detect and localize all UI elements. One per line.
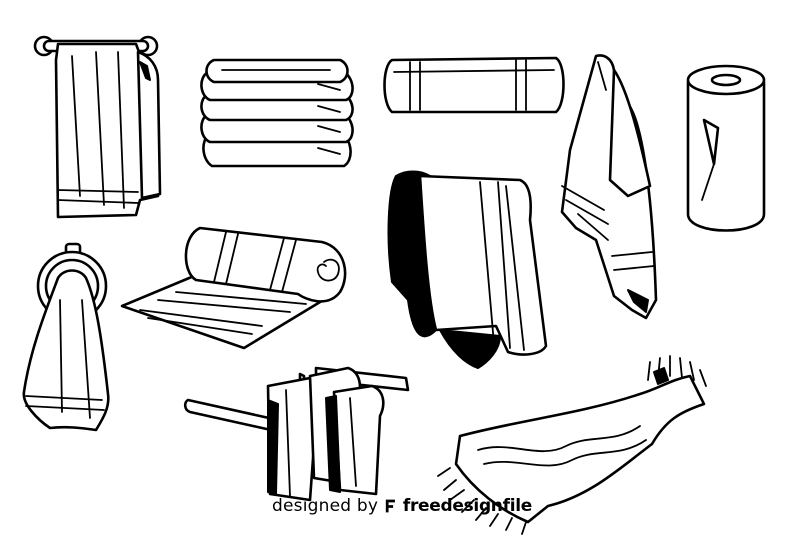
towel-on-ring-illustration [22, 242, 110, 432]
draped-towel-illustration [387, 170, 548, 369]
hanging-towel-illustration [560, 54, 658, 320]
towel-rack-illustration [183, 366, 410, 502]
credit-brand: freedesignfile [402, 496, 532, 516]
rolled-towel-illustration [383, 56, 565, 114]
credit-prefix: designed by [272, 496, 379, 516]
folded-towel-stack-illustration [200, 58, 354, 168]
freedesignfile-logo-icon [385, 499, 396, 513]
fringed-towel-illustration [437, 355, 707, 535]
credit-line: designed by freedesignfile [272, 491, 532, 521]
paper-towel-roll-illustration [686, 64, 766, 232]
towel-on-bar-illustration [33, 35, 162, 219]
unrolled-towel-illustration [120, 226, 347, 350]
